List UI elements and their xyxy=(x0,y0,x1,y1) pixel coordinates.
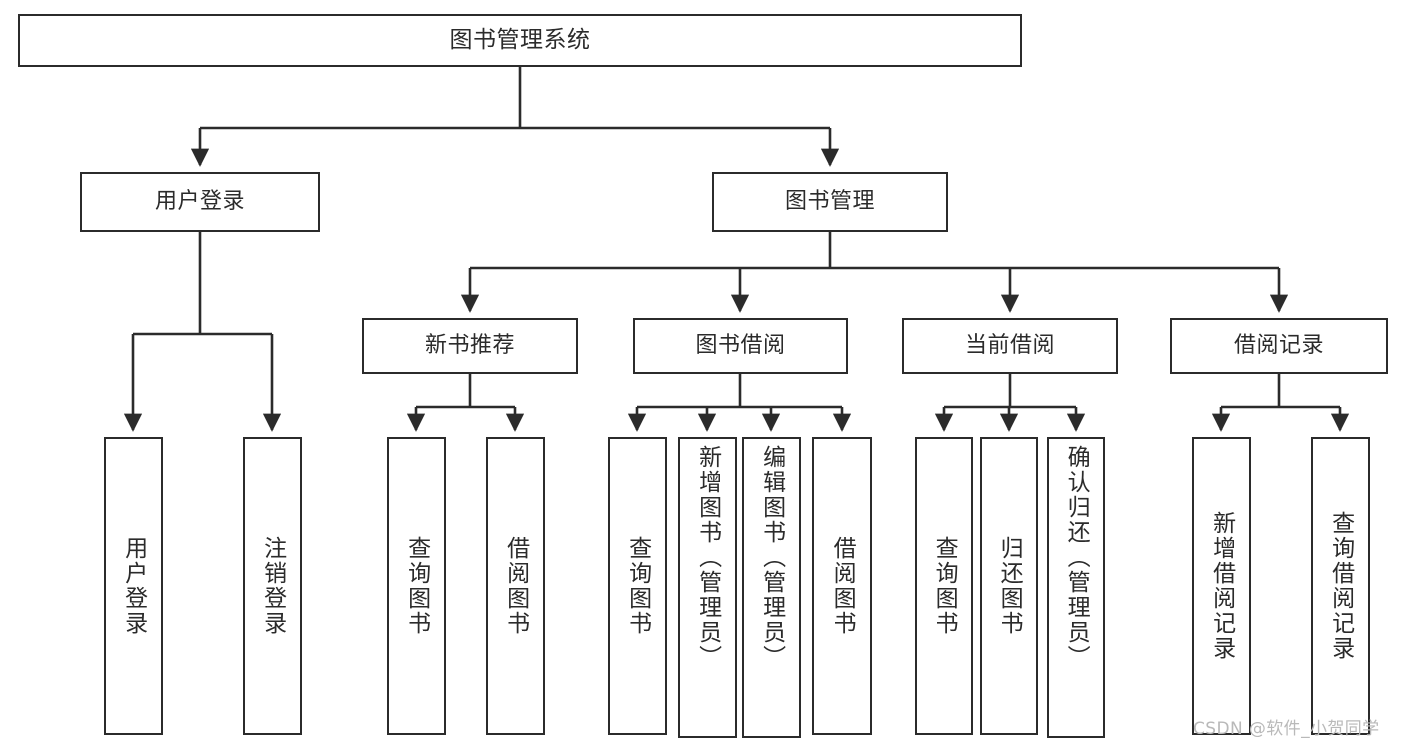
node-leaf-borrow-edit-label: 编辑图书（管理员） xyxy=(758,445,785,670)
node-root-label: 图书管理系统 xyxy=(449,26,591,53)
node-new-book-rec-label: 新书推荐 xyxy=(424,333,515,359)
node-user-login-label: 用户登录 xyxy=(154,189,245,215)
node-leaf-rec-query[interactable]: 查询图书 xyxy=(387,437,446,735)
node-leaf-user-login-label: 用户登录 xyxy=(120,536,147,636)
node-book-manage[interactable]: 图书管理 xyxy=(712,172,948,232)
node-leaf-user-logout[interactable]: 注销登录 xyxy=(243,437,302,735)
node-borrow-record[interactable]: 借阅记录 xyxy=(1170,318,1388,374)
node-leaf-rec-query2[interactable]: 查询借阅记录 xyxy=(1311,437,1370,735)
node-leaf-user-logout-label: 注销登录 xyxy=(259,536,286,636)
node-leaf-cur-return[interactable]: 归还图书 xyxy=(980,437,1038,735)
node-leaf-borrow-do-label: 借阅图书 xyxy=(829,536,856,636)
node-user-login[interactable]: 用户登录 xyxy=(80,172,320,232)
node-leaf-cur-confirm-label: 确认归还（管理员） xyxy=(1063,445,1090,670)
node-root[interactable]: 图书管理系统 xyxy=(18,14,1022,67)
node-leaf-cur-query[interactable]: 查询图书 xyxy=(915,437,973,735)
node-leaf-cur-confirm[interactable]: 确认归还（管理员） xyxy=(1047,437,1105,738)
node-book-borrow[interactable]: 图书借阅 xyxy=(633,318,848,374)
node-leaf-user-login[interactable]: 用户登录 xyxy=(104,437,163,735)
node-leaf-cur-return-label: 归还图书 xyxy=(996,536,1023,636)
node-leaf-borrow-do[interactable]: 借阅图书 xyxy=(812,437,872,735)
node-current-borrow-label: 当前借阅 xyxy=(964,333,1055,359)
node-leaf-borrow-edit[interactable]: 编辑图书（管理员） xyxy=(742,437,801,738)
node-new-book-rec[interactable]: 新书推荐 xyxy=(362,318,578,374)
node-leaf-rec-add[interactable]: 新增借阅记录 xyxy=(1192,437,1251,735)
node-leaf-rec-query-label: 查询图书 xyxy=(403,536,430,636)
node-leaf-borrow-query[interactable]: 查询图书 xyxy=(608,437,667,735)
node-leaf-cur-query-label: 查询图书 xyxy=(931,536,958,636)
node-leaf-rec-borrow-label: 借阅图书 xyxy=(502,536,529,636)
node-leaf-borrow-query-label: 查询图书 xyxy=(624,536,651,636)
node-leaf-rec-add-label: 新增借阅记录 xyxy=(1208,511,1235,661)
node-book-manage-label: 图书管理 xyxy=(784,189,875,215)
node-book-borrow-label: 图书借阅 xyxy=(695,333,786,359)
node-current-borrow[interactable]: 当前借阅 xyxy=(902,318,1118,374)
node-leaf-borrow-add[interactable]: 新增图书（管理员） xyxy=(678,437,737,738)
node-leaf-rec-query2-label: 查询借阅记录 xyxy=(1327,511,1354,661)
watermark: CSDN @软件_小贺同学 xyxy=(1193,719,1380,739)
node-borrow-record-label: 借阅记录 xyxy=(1233,333,1324,359)
node-leaf-borrow-add-label: 新增图书（管理员） xyxy=(694,445,721,670)
node-leaf-rec-borrow[interactable]: 借阅图书 xyxy=(486,437,545,735)
